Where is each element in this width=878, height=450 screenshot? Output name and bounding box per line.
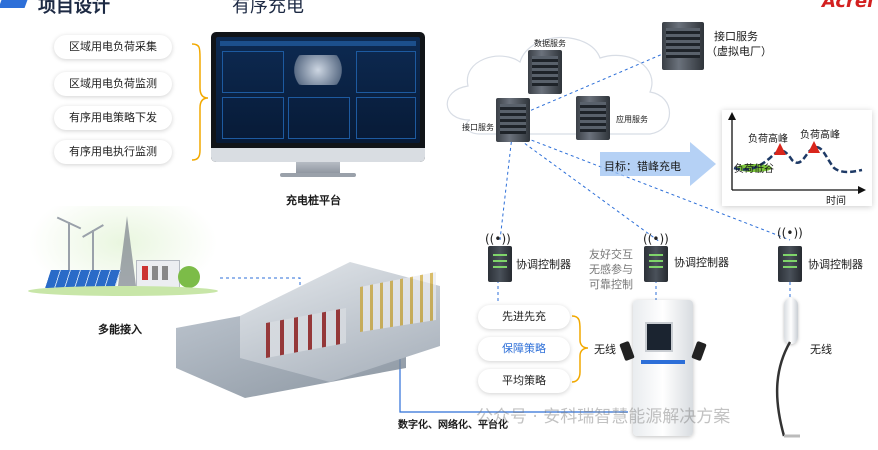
server-icon-vpp — [662, 22, 704, 70]
wall-charger — [784, 298, 798, 344]
wifi-icon: ((•)) — [777, 226, 803, 240]
list-item-load-collect: 区域用电负荷采集 — [54, 35, 172, 59]
peak-label-2: 负荷高峰 — [800, 130, 840, 141]
controller-label-1: 协调控制器 — [516, 258, 571, 271]
charger-screen — [645, 322, 673, 352]
page-title-right: 有序充电 — [232, 0, 304, 17]
platform-monitor — [211, 32, 425, 162]
wifi-icon: ((•)) — [485, 232, 511, 246]
monitor-stand — [296, 162, 340, 174]
wireless-label-left: 无线 — [594, 343, 616, 356]
list-item-execution-monitor: 有序用电执行监测 — [54, 140, 172, 164]
tree-icon — [178, 266, 200, 288]
controller-label-3: 协调控制器 — [808, 258, 863, 271]
target-label: 目标：错峰充电 — [604, 160, 681, 173]
valley-label: 负荷低谷 — [734, 164, 774, 175]
brand-logo: Acrel — [822, 0, 874, 12]
peak-label-1: 负荷高峰 — [748, 134, 788, 145]
controller-label-2: 协调控制器 — [674, 256, 729, 269]
strategy-guarantee: 保障策略 — [478, 337, 570, 361]
monitor-base — [280, 173, 356, 177]
load-curve-svg — [728, 112, 866, 194]
vpp-label-line1: 接口服务 — [714, 30, 758, 43]
watermark: 公众号 · 安科瑞智慧能源解决方案 — [476, 407, 731, 427]
controller-icon-1 — [488, 246, 512, 282]
platform-label: 充电桩平台 — [286, 194, 341, 207]
page-title-left: 项目设计 — [38, 0, 110, 17]
cloud-data-service-label: 数据服务 — [534, 39, 566, 48]
list-item-load-monitor: 区域用电负荷监测 — [54, 72, 172, 96]
cloud-interface-service-label: 接口服务 — [462, 123, 494, 132]
charger-cable — [775, 341, 800, 438]
wireless-label-right: 无线 — [810, 343, 832, 356]
cloud-app-service-label: 应用服务 — [616, 115, 648, 124]
list-item-strategy-issue: 有序用电策略下发 — [54, 106, 172, 130]
multi-energy-label: 多能接入 — [98, 323, 142, 336]
interaction-line-1: 友好交互 — [589, 248, 633, 261]
platform-screen — [216, 37, 420, 143]
power-tower-icon — [118, 216, 136, 286]
load-curve-panel: 负荷高峰 负荷高峰 负荷低谷 — [722, 110, 872, 206]
strategy-average: 平均策略 — [478, 369, 570, 393]
switchgear-cabinet — [176, 238, 466, 398]
vpp-label-line2: （虚拟电厂） — [706, 45, 772, 58]
bottom-tagline: 数字化、网络化、平台化 — [398, 420, 508, 431]
load-curve-line — [733, 146, 863, 174]
server-icon-data — [528, 50, 562, 94]
wind-turbine-icon — [68, 222, 70, 280]
peak-marker-1 — [774, 143, 786, 155]
charging-pile — [633, 300, 693, 436]
server-icon-interface — [496, 98, 530, 142]
controller-icon-3 — [778, 246, 802, 282]
multi-energy-scene — [28, 186, 218, 300]
strategy-first-come: 先进先充 — [478, 305, 570, 329]
wifi-icon: ((•)) — [643, 232, 669, 246]
server-icon-app — [576, 96, 610, 140]
target-arrow — [600, 142, 716, 186]
time-axis-label: 时间 — [826, 196, 846, 207]
interaction-line-2: 无感参与 — [589, 263, 633, 276]
peak-marker-2 — [808, 141, 820, 153]
controller-icon-2 — [644, 246, 668, 282]
interaction-line-3: 可靠控制 — [589, 278, 633, 291]
